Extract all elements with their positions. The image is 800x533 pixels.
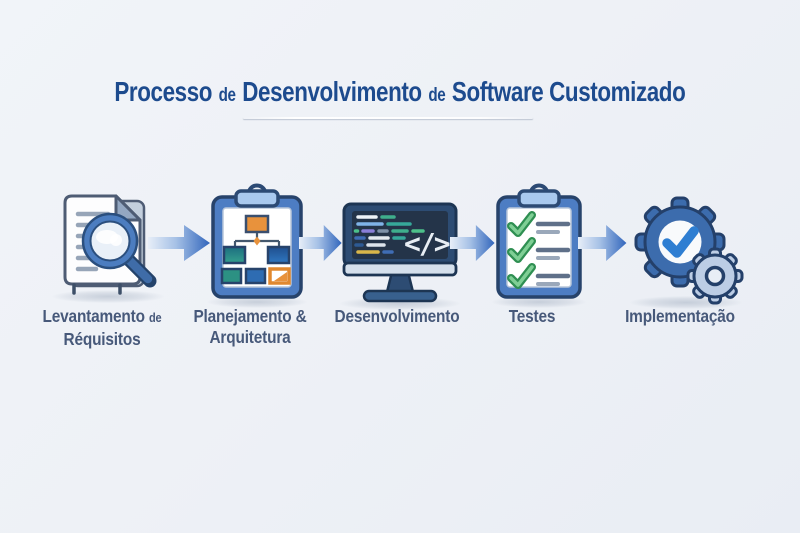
step-label-implementacao: Implementação [605, 306, 755, 327]
check-icon [507, 211, 536, 237]
document-magnifier-icon [63, 194, 157, 295]
diagram-title-text: Processo de Desenvolvimento de Software … [115, 76, 686, 108]
code-brackets-glyph: </> [404, 227, 450, 260]
monitor-bezel [342, 261, 458, 277]
title-underline [243, 117, 533, 119]
flow-arrow-4 [578, 225, 627, 261]
small-gear [686, 247, 744, 305]
title-word-3: Software Customizado [452, 76, 686, 107]
step-label-line1: Planejamento & [193, 306, 307, 326]
flowchart-node-orange [244, 214, 270, 234]
flowchart-node-blue [244, 267, 267, 285]
flow-arrow-2 [299, 225, 342, 261]
clipboard-checklist-icon [496, 183, 582, 299]
flowchart-node-teal [222, 245, 247, 265]
diagram-title: Processo de Desenvolvimento de Software … [0, 76, 800, 108]
step-label-testes: Testes [457, 306, 607, 327]
step-label-line1: Testes [508, 306, 556, 326]
flowchart-diagram [220, 214, 291, 285]
flowchart-node-teal [220, 267, 243, 285]
icon-shadow [492, 296, 586, 308]
monitor-base [362, 289, 438, 303]
check-icon [507, 263, 536, 289]
title-word-1: Processo [114, 76, 213, 107]
flow-arrow-1 [148, 225, 210, 261]
step-label-de: de [148, 311, 162, 325]
clipboard-clip [517, 189, 561, 208]
step-label-line1: Implementação [625, 306, 735, 326]
icon-shadow [52, 290, 164, 303]
blue-checkmark [662, 226, 699, 258]
flowchart-node-blue [266, 245, 291, 265]
step-label-desenvolvimento: Desenvolvimento [322, 306, 472, 327]
step-label-levantamento-requisitos: Levantamento de Réquisitos [27, 306, 177, 350]
step-label-line2: Réquisitos [63, 329, 141, 349]
icon-shadow [207, 296, 307, 308]
step-label-planejamento-arquitetura: Planejamento & Arquitetura [175, 306, 325, 348]
gears-checkmark-icon [634, 196, 744, 305]
check-icon [507, 237, 536, 263]
checklist-rows [507, 211, 571, 289]
magnifier [81, 212, 157, 288]
code-lines [353, 215, 425, 254]
step-label-line2: Arquitetura [209, 327, 291, 347]
monitor-code-icon: </> [342, 202, 458, 303]
title-de-2: de [428, 85, 446, 106]
step-label-line1: Levantamento [42, 306, 145, 326]
title-de-1: de [218, 85, 236, 106]
clipboard-clip [234, 189, 280, 208]
title-word-2: Desenvolvimento [242, 76, 422, 107]
flow-arrow-3 [450, 225, 495, 261]
step-label-line1: Desenvolvimento [334, 306, 460, 326]
clipboard-flowchart-icon [211, 183, 303, 299]
